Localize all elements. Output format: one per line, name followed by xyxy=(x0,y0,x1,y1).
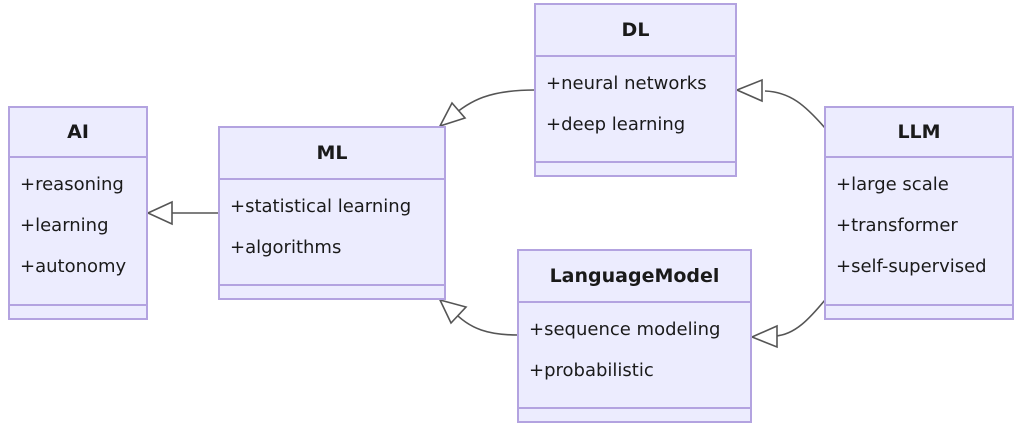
attribute: +statistical learning xyxy=(230,196,412,217)
edge-languagemodel-to-ml xyxy=(451,309,519,336)
arrowhead-ml-top xyxy=(438,101,467,128)
class-ai[interactable]: AI +reasoning +learning +autonomy xyxy=(8,106,148,320)
attribute: +deep learning xyxy=(546,114,686,135)
class-title: LLM xyxy=(826,108,1012,158)
class-title: DL xyxy=(536,5,735,57)
attribute: +autonomy xyxy=(20,256,127,277)
edge-llm-to-dl xyxy=(764,90,826,129)
attribute: +neural networks xyxy=(546,73,707,94)
class-attributes: +neural networks +deep learning xyxy=(536,57,735,163)
class-title: ML xyxy=(220,128,444,180)
attribute: +reasoning xyxy=(20,174,124,195)
class-title: LanguageModel xyxy=(519,251,750,303)
class-methods xyxy=(10,306,146,321)
arrowhead-languagemodel xyxy=(749,324,778,349)
attribute: +probabilistic xyxy=(529,360,654,381)
edge-llm-to-languagemodel xyxy=(774,299,826,337)
attribute: +large scale xyxy=(836,174,949,195)
class-llm[interactable]: LLM +large scale +transformer +self-supe… xyxy=(824,106,1014,320)
class-title: AI xyxy=(10,108,146,158)
class-dl[interactable]: DL +neural networks +deep learning xyxy=(534,3,737,177)
class-attributes: +sequence modeling +probabilistic xyxy=(519,303,750,409)
class-methods xyxy=(220,286,444,301)
attribute: +self-supervised xyxy=(836,256,987,277)
arrowhead-dl xyxy=(734,78,763,103)
attribute: +algorithms xyxy=(230,237,342,258)
class-methods xyxy=(536,163,735,178)
edge-dl-to-ml xyxy=(449,89,536,119)
class-methods xyxy=(826,306,1012,321)
arrowhead-ai xyxy=(146,200,173,226)
class-attributes: +statistical learning +algorithms xyxy=(220,180,444,286)
class-attributes: +large scale +transformer +self-supervis… xyxy=(826,158,1012,306)
class-attributes: +reasoning +learning +autonomy xyxy=(10,158,146,306)
arrowhead-ml-bottom xyxy=(438,298,468,325)
class-languagemodel[interactable]: LanguageModel +sequence modeling +probab… xyxy=(517,249,752,423)
attribute: +sequence modeling xyxy=(529,319,721,340)
class-ml[interactable]: ML +statistical learning +algorithms xyxy=(218,126,446,300)
attribute: +transformer xyxy=(836,215,958,236)
attribute: +learning xyxy=(20,215,109,236)
class-methods xyxy=(519,409,750,424)
